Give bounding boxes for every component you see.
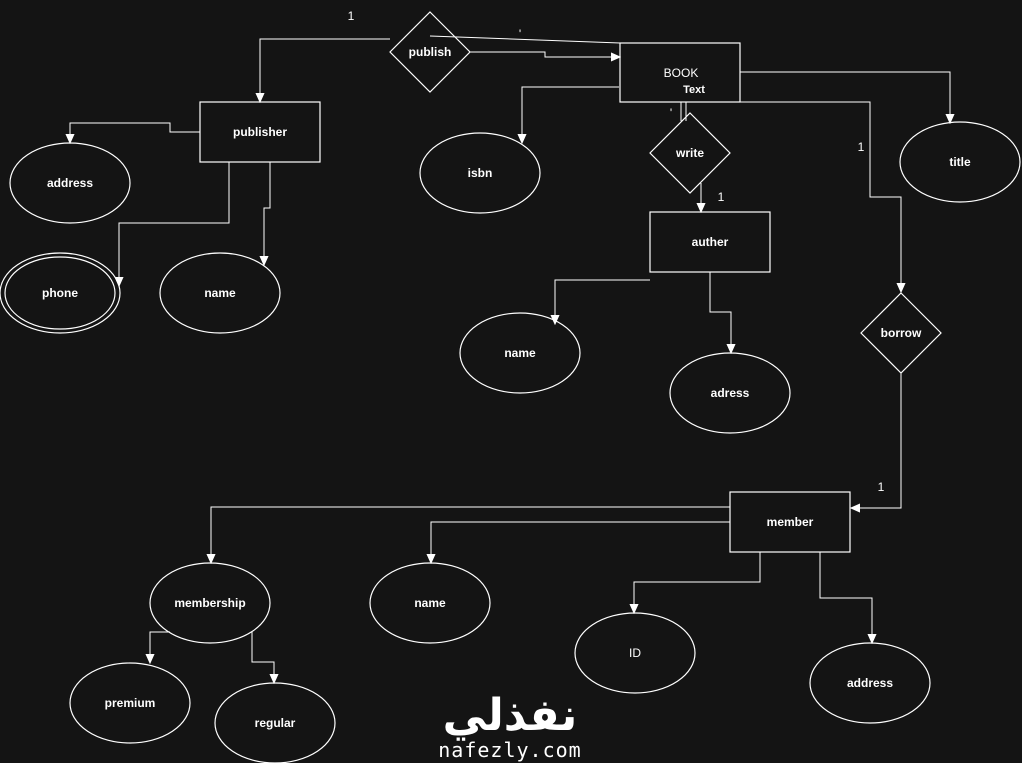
- watermark-latin: nafezly.com: [438, 738, 581, 762]
- relationship-write[interactable]: write: [649, 112, 731, 194]
- attribute-member-id[interactable]: ID: [574, 612, 696, 694]
- edge-membership-premium: [150, 631, 170, 662]
- edge-member-name: [431, 521, 730, 562]
- edge-book-isbn: [522, 86, 619, 142]
- attribute-member-membership-label: membership: [174, 596, 245, 610]
- cardinality-write-1: 1: [718, 190, 725, 204]
- attribute-membership-premium[interactable]: premium: [69, 662, 191, 744]
- attribute-publisher-address-label: address: [47, 176, 93, 190]
- attribute-member-address-label: address: [847, 676, 893, 690]
- entity-member-label: member: [767, 515, 814, 529]
- edge-member-address: [819, 552, 872, 642]
- edge-publisher-phone: [119, 162, 230, 285]
- watermark-logo: نفذلي nafezly.com: [438, 690, 581, 762]
- edge-membership-regular: [251, 632, 274, 682]
- attribute-member-name-label: name: [414, 596, 446, 610]
- relationship-publish[interactable]: publish: [389, 11, 471, 93]
- cardinality-publish-1: 1: [348, 9, 355, 23]
- attribute-book-title[interactable]: title: [899, 121, 1021, 203]
- connectors: [70, 35, 950, 682]
- entity-auther-label: auther: [692, 235, 729, 249]
- edge-borrow-member: [852, 373, 902, 508]
- relationship-write-label: write: [675, 146, 704, 160]
- attribute-book-isbn-label: isbn: [468, 166, 493, 180]
- edge-publish-publisher: [260, 38, 390, 101]
- edge-publish-book-top: [429, 35, 621, 44]
- attribute-membership-regular-label: regular: [255, 716, 296, 730]
- cardinality-publish-tick: ': [519, 27, 521, 41]
- attribute-membership-premium-label: premium: [105, 696, 156, 710]
- attribute-membership-regular[interactable]: regular: [214, 682, 336, 763]
- edge-publisher-name: [264, 162, 271, 264]
- entity-member[interactable]: member: [729, 491, 851, 553]
- cardinality-borrow-book-1: 1: [858, 140, 865, 154]
- attribute-book-isbn[interactable]: isbn: [419, 132, 541, 214]
- entity-publisher-label: publisher: [233, 125, 287, 139]
- edge-auther-name: [555, 279, 650, 323]
- cardinality-borrow-member-1: 1: [878, 480, 885, 494]
- attribute-publisher-phone[interactable]: phone: [0, 252, 121, 334]
- attribute-member-id-label: ID: [629, 646, 641, 660]
- edge-member-membership: [211, 506, 730, 562]
- edge-publisher-address: [70, 122, 200, 142]
- attribute-publisher-phone-label: phone: [42, 286, 78, 300]
- attribute-publisher-name[interactable]: name: [159, 252, 281, 334]
- relationship-publish-label: publish: [409, 45, 452, 59]
- attribute-auther-name-label: name: [504, 346, 536, 360]
- attribute-member-address[interactable]: address: [809, 642, 931, 724]
- attribute-member-membership[interactable]: membership: [149, 562, 271, 644]
- entity-book-subtext: Text: [683, 84, 705, 96]
- edge-book-title: [740, 71, 950, 122]
- attribute-auther-name[interactable]: name: [459, 312, 581, 394]
- cardinality-write-tick: ': [670, 106, 672, 120]
- entity-publisher[interactable]: publisher: [199, 101, 321, 163]
- attribute-auther-adress-label: adress: [711, 386, 750, 400]
- entity-book-label: BOOK: [664, 66, 699, 80]
- relationship-borrow-label: borrow: [881, 326, 922, 340]
- edge-book-borrow: [740, 101, 901, 291]
- attribute-book-title-label: title: [949, 155, 971, 169]
- watermark-arabic: نفذلي: [443, 690, 578, 741]
- entity-book[interactable]: BOOK Text: [619, 42, 741, 103]
- edge-auther-adress: [709, 272, 731, 352]
- attribute-publisher-address[interactable]: address: [9, 142, 131, 224]
- edge-publish-book: [470, 51, 619, 57]
- attribute-member-name[interactable]: name: [369, 562, 491, 644]
- attribute-publisher-name-label: name: [204, 286, 236, 300]
- relationship-borrow[interactable]: borrow: [860, 292, 942, 374]
- edge-member-id: [634, 552, 761, 612]
- attribute-auther-adress[interactable]: adress: [669, 352, 791, 434]
- entity-auther[interactable]: auther: [649, 211, 771, 273]
